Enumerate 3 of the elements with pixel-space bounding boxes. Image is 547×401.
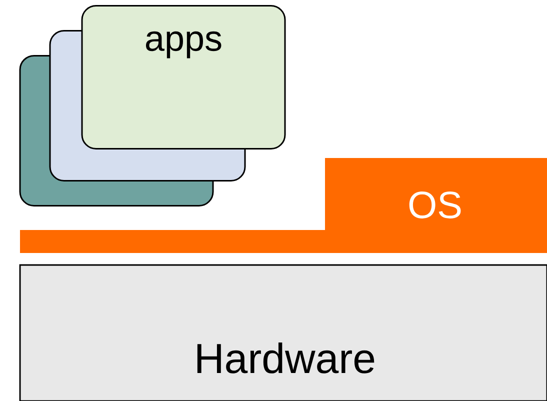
hardware-layer: Hardware [19,264,547,401]
app-card: apps [81,5,286,150]
os-layer: OS [20,158,547,253]
